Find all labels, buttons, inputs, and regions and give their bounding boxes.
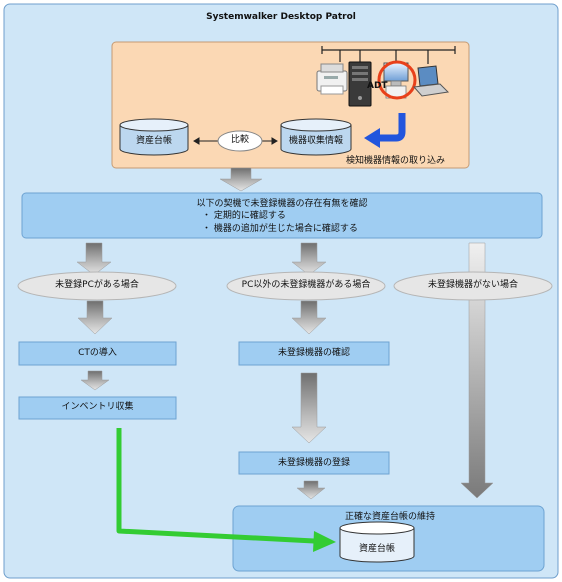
inventory-box: [18, 396, 177, 420]
network-line: [321, 46, 456, 64]
confirm-unreg-label: 未登録機器の確認: [277, 348, 350, 358]
check-line-2: ・ 定期的に確認する: [202, 211, 286, 221]
branch-oval-nonpc: [226, 271, 386, 301]
detect-caption: 検知機器情報の取り込み: [346, 156, 446, 166]
maintain-ledger-label: 正確な資産台帳の維持: [344, 512, 435, 522]
branch-oval-pc: [17, 271, 177, 301]
register-unreg-label: 未登録機器の登録: [277, 458, 350, 468]
arrow-ct-to-inventory: [80, 370, 110, 391]
arrow-register-to-result: [296, 480, 326, 500]
adt-highlight-circle: [377, 60, 417, 100]
asset-ledger-cylinder-top: [119, 118, 189, 156]
asset-ledger-label: 資産台帳: [135, 136, 172, 146]
arrow-to-nonpc-branch: [291, 242, 327, 276]
ct-install-box: [18, 341, 177, 366]
result-ledger-label: 資産台帳: [358, 544, 395, 554]
branch-label-nonpc: PC以外の未登録機器がある場合: [241, 280, 371, 290]
compare-double-arrow: [193, 137, 278, 145]
adt-monitor-icon: [383, 62, 409, 99]
device-info-cylinder: [280, 118, 352, 156]
arrow-pc-to-ct: [77, 300, 113, 335]
arrow-confirm-to-register: [291, 372, 327, 444]
device-info-label: 機器収集情報: [288, 136, 343, 146]
branch-label-none: 未登録機器がない場合: [427, 280, 518, 290]
inventory-label: インベントリ収集: [61, 402, 134, 412]
arrow-nonpc-to-confirm: [291, 300, 327, 335]
server-icon: [348, 61, 372, 107]
branch-oval-none: [393, 271, 553, 301]
check-line-1: 以下の契機で未登録機器の存在有無を確認: [196, 199, 368, 209]
diagram-title: Systemwalker Desktop Patrol: [206, 12, 356, 22]
compare-label: 比較: [230, 135, 249, 145]
blue-collect-arrow: [364, 113, 406, 148]
compare-oval: [217, 130, 263, 152]
arrow-to-pc-branch: [76, 242, 112, 276]
result-ledger-cylinder: [339, 521, 415, 563]
arrow-top-to-check: [219, 167, 263, 192]
confirm-unreg-box: [238, 341, 390, 366]
branch-label-pc: 未登録PCがある場合: [55, 280, 139, 290]
adt-label: ADT: [367, 81, 388, 91]
green-inventory-arrow: [116, 428, 336, 552]
laptop-icon: [412, 65, 450, 97]
register-unreg-box: [238, 451, 390, 475]
check-line-3: ・ 機器の追加が生じた場合に確認する: [202, 224, 358, 234]
check-conditions-box: [21, 192, 543, 239]
printer-icon: [316, 63, 348, 95]
ct-install-label: CTの導入: [78, 348, 117, 358]
